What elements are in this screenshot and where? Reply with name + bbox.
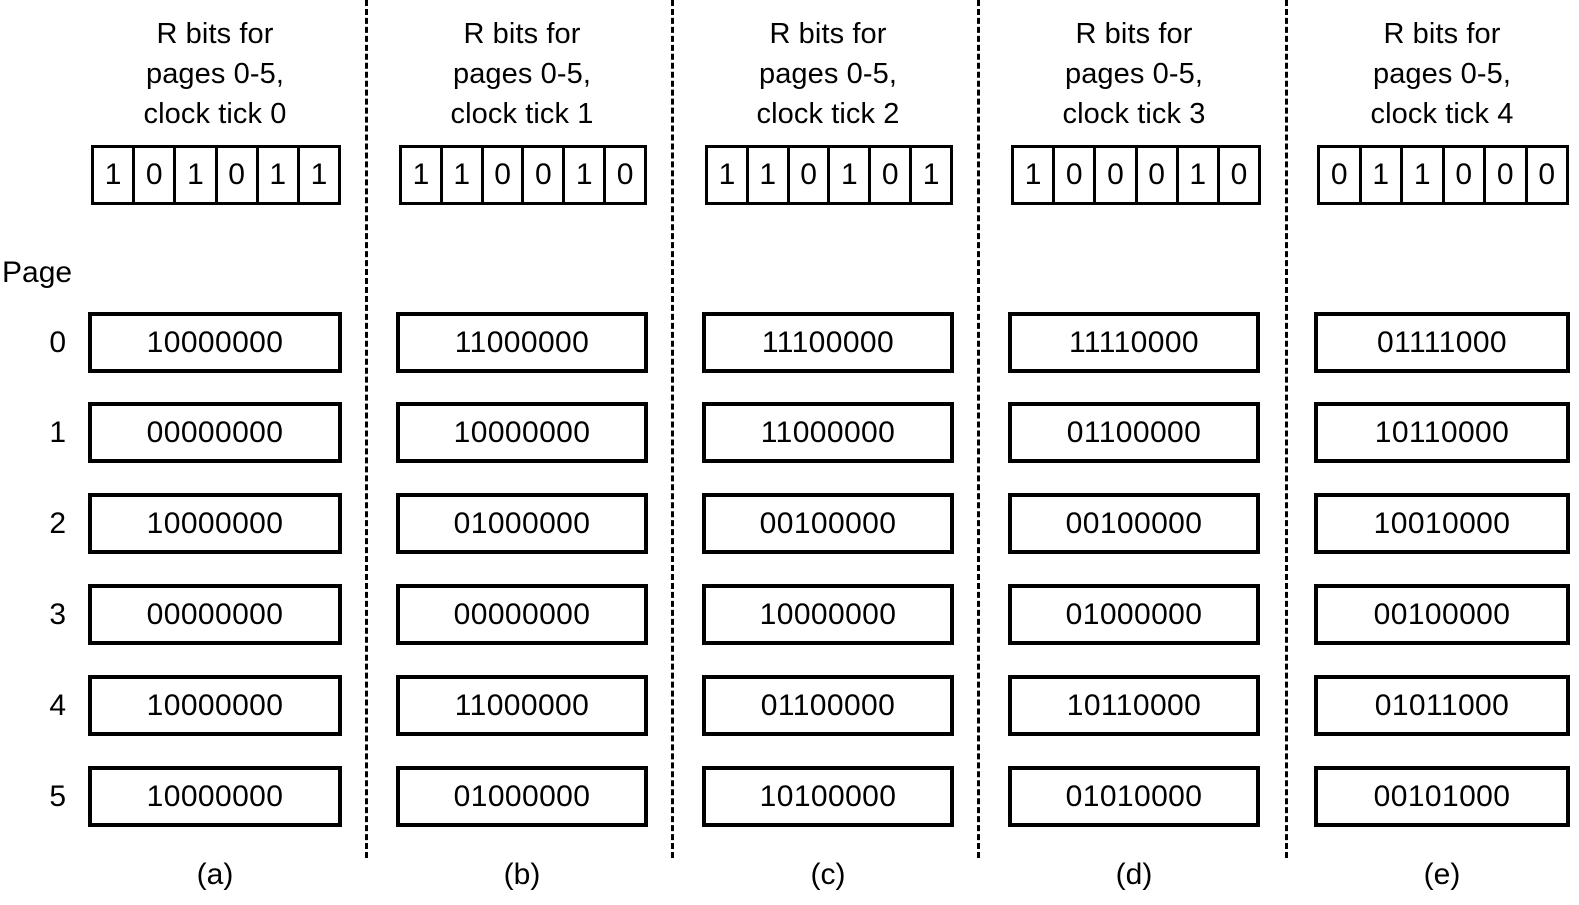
counter-box-e-page-0: 01111000 (1314, 312, 1570, 373)
counter-box-d-page-3: 01000000 (1008, 584, 1260, 645)
clock-tick-column-c: R bits for pages 0-5, clock tick 2(c)111… (702, 0, 954, 905)
r-bit-cell-d-0: 1 (1014, 148, 1056, 202)
counter-box-c-page-4: 01100000 (702, 675, 954, 736)
column-divider-2 (671, 0, 674, 858)
r-bit-cell-b-2: 0 (484, 148, 525, 202)
clock-tick-column-d: R bits for pages 0-5, clock tick 3(d)111… (1008, 0, 1260, 905)
clock-tick-column-e: R bits for pages 0-5, clock tick 4(e)011… (1314, 0, 1570, 905)
r-bit-cell-a-0: 1 (94, 148, 136, 202)
clock-tick-column-a: R bits for pages 0-5, clock tick 0(a)100… (88, 0, 342, 905)
page-index-0: 0 (49, 326, 66, 359)
counter-box-e-page-3: 00100000 (1314, 584, 1570, 645)
r-bit-cell-c-4: 0 (871, 148, 913, 202)
r-bit-cell-a-1: 0 (135, 148, 177, 202)
page-axis-label: Page (2, 256, 73, 289)
r-bit-cell-a-2: 1 (176, 148, 218, 202)
column-divider-4 (1285, 0, 1288, 858)
page-index-4: 4 (49, 689, 66, 722)
clock-tick-column-b: R bits for pages 0-5, clock tick 1(b)110… (396, 0, 648, 905)
r-bit-cell-d-4: 1 (1179, 148, 1220, 202)
counter-box-c-page-2: 00100000 (702, 493, 954, 554)
counter-box-a-page-5: 10000000 (88, 766, 342, 827)
counter-box-c-page-1: 11000000 (702, 402, 954, 463)
counter-box-b-page-2: 01000000 (396, 493, 648, 554)
counter-box-b-page-1: 10000000 (396, 402, 648, 463)
column-heading-b: R bits for pages 0-5, clock tick 1 (450, 18, 594, 130)
counter-box-e-page-4: 01011000 (1314, 675, 1570, 736)
page-index-3: 3 (49, 598, 66, 631)
counter-box-a-page-1: 00000000 (88, 402, 342, 463)
r-bit-cell-c-1: 1 (749, 148, 790, 202)
r-bit-cell-e-3: 0 (1445, 148, 1486, 202)
counter-box-d-page-2: 00100000 (1008, 493, 1260, 554)
r-bit-cell-a-3: 0 (218, 148, 259, 202)
counter-box-b-page-0: 11000000 (396, 312, 648, 373)
counter-box-a-page-0: 10000000 (88, 312, 342, 373)
counter-box-d-page-4: 10110000 (1008, 675, 1260, 736)
r-bit-cell-c-5: 1 (922, 158, 940, 191)
counter-box-c-page-5: 10100000 (702, 766, 954, 827)
page-index-2: 2 (49, 507, 66, 540)
subfigure-caption-b: (b) (503, 858, 541, 891)
r-bit-cell-a-5: 1 (310, 158, 328, 191)
counter-box-e-page-2: 10010000 (1314, 493, 1570, 554)
counter-box-a-page-2: 10000000 (88, 493, 342, 554)
r-bit-cell-d-1: 0 (1055, 148, 1097, 202)
r-bit-cell-b-5: 0 (616, 158, 634, 191)
counter-box-b-page-5: 01000000 (396, 766, 648, 827)
r-bit-cell-b-3: 0 (524, 148, 566, 202)
counter-box-e-page-1: 10110000 (1314, 402, 1570, 463)
column-heading-a: R bits for pages 0-5, clock tick 0 (143, 18, 287, 130)
page-index-5: 5 (49, 780, 66, 813)
r-bit-cell-b-1: 1 (443, 148, 484, 202)
r-bit-cell-b-0: 1 (402, 148, 443, 202)
subfigure-caption-c: (c) (810, 858, 846, 891)
r-bit-cell-d-3: 0 (1138, 148, 1179, 202)
r-bit-cell-a-4: 1 (259, 148, 300, 202)
r-bit-cell-e-1: 1 (1362, 148, 1403, 202)
r-bit-cell-e-2: 1 (1403, 148, 1445, 202)
counter-box-c-page-0: 11100000 (702, 312, 954, 373)
counter-box-b-page-3: 00000000 (396, 584, 648, 645)
subfigure-caption-d: (d) (1115, 858, 1153, 891)
counter-box-a-page-4: 10000000 (88, 675, 342, 736)
r-bit-cell-e-0: 0 (1320, 148, 1362, 202)
counter-box-b-page-4: 11000000 (396, 675, 648, 736)
counter-box-d-page-5: 01010000 (1008, 766, 1260, 827)
counter-box-a-page-3: 00000000 (88, 584, 342, 645)
counter-box-e-page-5: 00101000 (1314, 766, 1570, 827)
subfigure-caption-e: (e) (1423, 858, 1461, 891)
r-bit-cell-b-4: 1 (565, 148, 607, 202)
r-bit-cell-d-2: 0 (1096, 148, 1138, 202)
column-heading-d: R bits for pages 0-5, clock tick 3 (1062, 18, 1206, 130)
column-divider-3 (977, 0, 980, 858)
r-bit-cell-d-5: 0 (1230, 158, 1248, 191)
r-bit-cell-e-5: 0 (1538, 158, 1556, 191)
r-bit-cell-c-2: 0 (790, 148, 831, 202)
counter-box-c-page-3: 10000000 (702, 584, 954, 645)
r-bit-cell-c-3: 1 (830, 148, 872, 202)
column-heading-c: R bits for pages 0-5, clock tick 2 (756, 18, 900, 130)
counter-box-d-page-1: 01100000 (1008, 402, 1260, 463)
column-divider-1 (365, 0, 368, 858)
subfigure-caption-a: (a) (196, 858, 234, 891)
r-bit-cell-c-0: 1 (708, 148, 749, 202)
column-heading-e: R bits for pages 0-5, clock tick 4 (1370, 18, 1514, 130)
r-bit-cell-e-4: 0 (1486, 148, 1528, 202)
page-index-1: 1 (49, 416, 66, 449)
counter-box-d-page-0: 11110000 (1008, 312, 1260, 373)
